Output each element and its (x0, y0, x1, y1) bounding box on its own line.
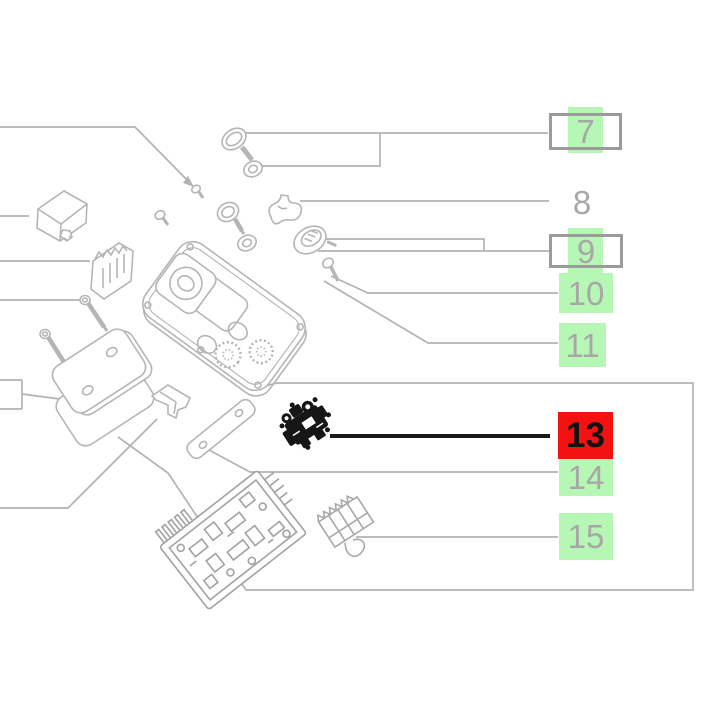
leader-diagonal-left (0, 418, 158, 509)
part-bolt-1[interactable] (79, 294, 109, 332)
part-label-13-selected[interactable]: 13 (558, 412, 613, 459)
leader-7-bracket (256, 133, 381, 167)
leader-loop (117, 382, 694, 591)
part-relay-block[interactable] (90, 242, 134, 300)
leader-lines (0, 126, 694, 591)
label-number: 9 (576, 232, 596, 270)
part-strip-plate-14[interactable] (184, 397, 257, 461)
part-knob-9[interactable] (289, 219, 337, 264)
part-label-14[interactable]: 14 (559, 459, 613, 496)
leader-11 (323, 280, 558, 344)
part-key-ring[interactable] (214, 199, 246, 235)
label-number: 14 (567, 459, 605, 496)
part-label-8[interactable]: 8 (560, 184, 604, 220)
arrowhead-icon (183, 176, 194, 187)
part-screw-7[interactable] (218, 124, 265, 180)
leader-10 (330, 275, 558, 294)
part-label-10[interactable]: 10 (559, 273, 613, 313)
part-screw-small[interactable] (154, 209, 170, 226)
label-number: 7 (576, 113, 595, 150)
part-washer[interactable] (235, 232, 259, 254)
label-outline-box (549, 234, 623, 268)
part-label-7[interactable]: 7 (549, 107, 622, 153)
part-clip-8[interactable] (268, 194, 303, 225)
part-screw-10[interactable] (321, 256, 340, 282)
leader-left-plates-bracket (0, 379, 61, 410)
leader-9 (318, 238, 549, 252)
part-label-9[interactable]: 9 (549, 228, 623, 275)
label-number: 10 (567, 274, 605, 312)
leader-left-top (0, 126, 191, 184)
part-main-housing[interactable] (134, 235, 315, 403)
part-screw-tip[interactable] (190, 184, 205, 199)
part-circuit-board[interactable] (151, 452, 316, 610)
label-number: 13 (566, 416, 605, 455)
part-terminal-15[interactable] (315, 492, 384, 564)
part-cover-plates[interactable] (48, 323, 158, 450)
part-label-11[interactable]: 11 (559, 323, 606, 367)
label-number: 15 (567, 518, 605, 555)
part-clip-small[interactable] (150, 384, 192, 420)
label-outline-box (549, 113, 622, 150)
label-number: 8 (572, 183, 592, 221)
label-number: 11 (565, 326, 600, 364)
part-label-15[interactable]: 15 (559, 513, 613, 560)
leader-14 (208, 449, 558, 473)
part-module-box[interactable] (36, 190, 88, 243)
part-selected-13[interactable] (271, 388, 341, 457)
